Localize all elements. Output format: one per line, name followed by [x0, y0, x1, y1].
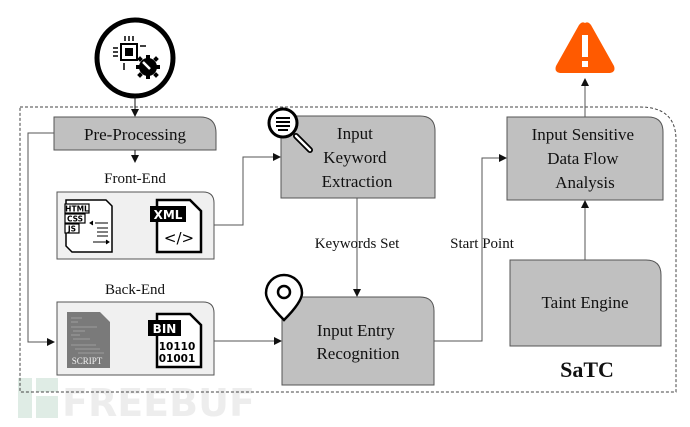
pre-processing-label: Pre-Processing [84, 125, 186, 144]
data-flow-analysis-label: Input Sensitive Data Flow Analysis [532, 125, 639, 192]
js-label: JS [67, 225, 76, 234]
warning-icon [555, 22, 615, 73]
back-end-group[interactable]: SCRIPT BIN 10110 01001 [56, 301, 215, 376]
bin-row-2: 01001 [159, 353, 196, 365]
edge-entry-to-dataflow [434, 154, 507, 342]
css-label: CSS [67, 215, 83, 224]
xml-label: XML [154, 208, 183, 222]
watermark: FREEBUF [18, 378, 255, 425]
front-end-label: Front-End [104, 171, 166, 187]
edge-frontend-to-keyword-extraction [214, 153, 281, 226]
node-keyword-extraction[interactable]: Input Keyword Extraction [280, 115, 436, 199]
xml-tag-glyph: </> [164, 229, 194, 247]
satc-boundary [19, 106, 677, 393]
taint-engine-label: Taint Engine [541, 293, 628, 312]
start-point-label: Start Point [450, 236, 515, 252]
web-files-icon: HTML CSS JS [64, 199, 113, 253]
back-end-label: Back-End [105, 282, 165, 298]
front-end-group[interactable]: HTML CSS JS XML </> [56, 191, 215, 260]
node-entry-recognition[interactable]: Input Entry Recognition [281, 296, 435, 386]
xml-file-icon: XML </> [150, 198, 203, 254]
satc-system-label: SaTC [560, 357, 614, 382]
bin-row-1: 10110 [159, 341, 196, 353]
keyword-extraction-label: Input Keyword Extraction [322, 124, 393, 191]
watermark-text: FREEBUF [62, 381, 255, 425]
node-taint-engine[interactable]: Taint Engine [509, 259, 662, 347]
bin-label: BIN [153, 322, 177, 336]
edge-preprocessing-to-backend [27, 132, 55, 346]
magnifier-icon [267, 107, 313, 153]
bin-file-icon: BIN 10110 01001 [148, 312, 203, 369]
firmware-chip-gear-icon [94, 17, 176, 99]
keywords-set-label: Keywords Set [315, 236, 400, 252]
node-pre-processing[interactable]: Pre-Processing [53, 116, 217, 151]
script-file-icon: SCRIPT [67, 312, 110, 368]
location-pin-icon [264, 273, 304, 322]
html-label: HTML [65, 205, 89, 214]
node-data-flow-analysis[interactable]: Input Sensitive Data Flow Analysis [506, 116, 664, 201]
entry-recognition-label: Input Entry Recognition [316, 321, 400, 363]
script-label: SCRIPT [72, 356, 103, 366]
